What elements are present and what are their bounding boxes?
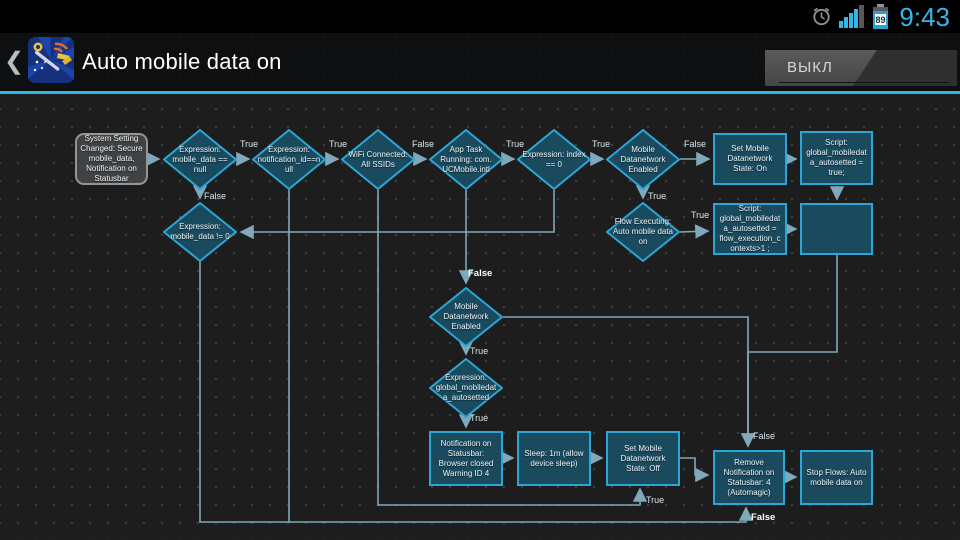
signal-strength-icon (839, 4, 865, 29)
flow-node-remove-notification[interactable]: Remove Notification on Statusbar: 4 (Aut… (713, 450, 785, 505)
edge-label: True (691, 210, 710, 220)
node-label: Expression: mobile_data == null (172, 144, 228, 174)
edge-label: False (684, 139, 707, 149)
edge-label: True (506, 139, 525, 149)
flow-node-stop-flows[interactable]: Stop Flows: Auto mobile data on (800, 450, 873, 505)
flow-node-script-autosetted-contexts[interactable]: Script: global_mobiledat a_autosetted = … (713, 203, 787, 255)
node-label: Expression: index == 0 (522, 149, 586, 169)
flow-node-set-data-off[interactable]: Set Mobile Datanetwork State: Off (606, 431, 680, 486)
edge-label: False (753, 431, 776, 441)
flow-node-wifi-connected[interactable]: WiFi Connected: All SSIDs (341, 129, 415, 190)
flow-toggle-switch[interactable]: ВЫКЛ (765, 50, 957, 86)
flow-node-trigger-system-setting[interactable]: System Setting Changed: Secure mobile_da… (75, 133, 148, 185)
node-label: Stop Flows: Auto mobile data on (806, 467, 867, 487)
flow-node-expr-global-autosetted[interactable]: Expression: global_mobiledat a_autosette… (429, 358, 503, 418)
edge-label: True (646, 495, 665, 505)
edge-label: True (329, 139, 348, 149)
node-label: Expression: mobile_data != 0 (170, 222, 230, 241)
edge-label: True (240, 139, 259, 149)
node-label: Remove Notification on Statusbar: 4 (Aut… (723, 457, 775, 497)
toggle-underline (779, 82, 949, 83)
edge-label: False (412, 139, 435, 149)
node-label: Set Mobile Datanetwork State: On (727, 144, 773, 173)
flow-node-expr-index-0[interactable]: Expression: index == 0 (517, 129, 591, 190)
node-label: Script: global_mobiledat a_autosetted = … (719, 204, 781, 253)
flow-node-flow-executing[interactable]: Flow Executing: Auto mobile data on (606, 202, 680, 262)
flow-node-set-data-on[interactable]: Set Mobile Datanetwork State: On (713, 133, 787, 185)
flow-node-app-task-running[interactable]: App Task Running: com. UCMobile.intl (429, 129, 503, 190)
node-label: Expression: global_mobiledat a_autosette… (435, 373, 497, 402)
node-label: Expression: notification_id==n ull (257, 144, 321, 174)
flow-node-notification-statusbar[interactable]: Notification on Statusbar: Browser close… (429, 431, 503, 486)
node-label: Mobile Datanetwork Enabled (620, 144, 666, 174)
node-label: App Task Running: com. UCMobile.intl (440, 144, 492, 174)
flow-node-expr-mobile-data-null[interactable]: Expression: mobile_data == null (163, 129, 237, 190)
edge-label: True (470, 413, 489, 423)
edge-label: True (648, 191, 667, 201)
node-label: System Setting Changed: Secure mobile_da… (80, 134, 143, 183)
flow-node-mobile-data-enabled-1[interactable]: Mobile Datanetwork Enabled (606, 129, 680, 190)
flow-node-empty-node[interactable] (800, 203, 873, 255)
page-title: Auto mobile data on (82, 49, 282, 74)
battery-percent: 89 (876, 15, 886, 25)
node-label: WiFi Connected: All SSIDs (348, 149, 408, 169)
automagic-app-icon[interactable] (28, 36, 75, 88)
edge-label: True (470, 346, 489, 356)
back-icon[interactable]: ❮ (4, 48, 25, 75)
node-label: Flow Executing: Auto mobile data on (612, 217, 674, 246)
node-label: Script: global_mobiledat a_autosetted = … (806, 138, 867, 177)
alarm-icon (811, 6, 832, 27)
battery-icon: 89 (872, 3, 889, 30)
node-label: Set Mobile Datanetwork State: Off (620, 443, 666, 473)
node-label: Notification on Statusbar: Browser close… (438, 438, 494, 478)
edge-label: False (751, 512, 776, 523)
edge-label: False (204, 191, 227, 201)
clock-time: 9:43 (899, 1, 950, 32)
flow-node-expr-mobile-data-not-0[interactable]: Expression: mobile_data != 0 (163, 202, 237, 262)
toggle-label: ВЫКЛ (787, 59, 833, 76)
status-bar: 89 9:43 (0, 0, 960, 33)
flow-node-sleep-1m[interactable]: Sleep: 1m (allow device sleep) (517, 431, 591, 486)
edge-label: False (468, 268, 493, 279)
edge-label: True (592, 139, 611, 149)
node-label: Sleep: 1m (allow device sleep) (524, 448, 584, 468)
app-header: ❮ Auto mobile data on ВЫКЛ (0, 33, 960, 94)
node-label: Mobile Datanetwork Enabled (443, 302, 489, 331)
flow-node-script-autosetted-true[interactable]: Script: global_mobiledat a_autosetted = … (800, 131, 873, 185)
flow-node-expr-notification-id-null[interactable]: Expression: notification_id==n ull (252, 129, 326, 190)
flow-node-mobile-data-enabled-2[interactable]: Mobile Datanetwork Enabled (429, 287, 503, 347)
